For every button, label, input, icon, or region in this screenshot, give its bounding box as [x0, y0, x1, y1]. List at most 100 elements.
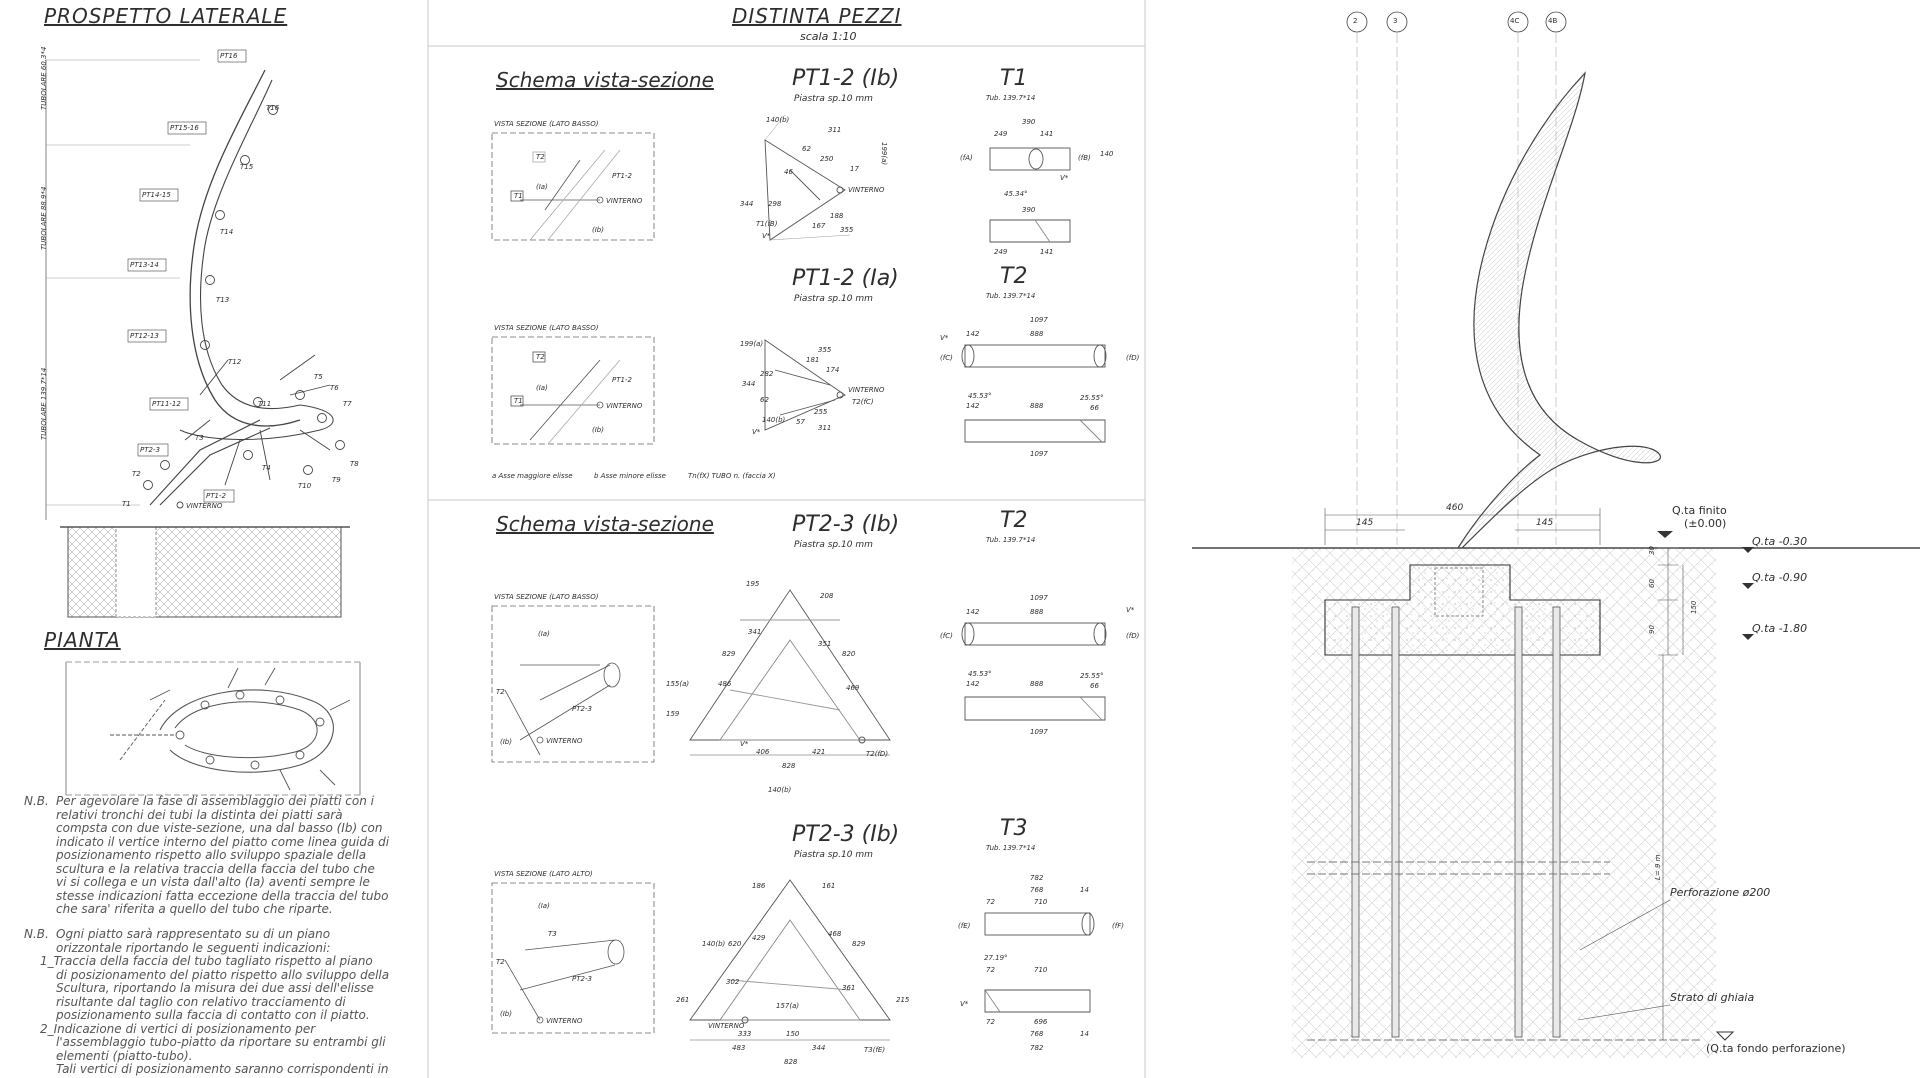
distinta-title: DISTINTA PEZZI: [732, 4, 902, 28]
axis-4b: 4B: [1548, 17, 1558, 25]
vista-t1-2: T1: [514, 397, 523, 405]
vista-ib-2: (Ib): [592, 426, 604, 434]
legend-asse-minore: b Asse minore elisse: [594, 472, 666, 480]
dim: 14: [1080, 886, 1089, 894]
vista-sezione-schematics: [504, 149, 625, 1024]
scale-label: scala 1:10: [800, 30, 857, 43]
dim-145-left: 145: [1356, 518, 1374, 528]
dim: 208: [820, 592, 834, 600]
plate-sub-pt12-ib: Piastra sp.10 mm: [794, 94, 873, 104]
dim: 1097: [1030, 594, 1048, 602]
legend-tubo: Tn(fX) TUBO n. (faccia X): [688, 472, 776, 480]
note-line: 1_Traccia della faccia del tubo tagliato…: [40, 954, 373, 968]
dim: T1(fB): [756, 220, 778, 228]
note-label-2: N.B.: [24, 927, 49, 941]
dim: 311: [818, 424, 832, 432]
dim: 140(b): [702, 940, 726, 948]
level-180: Q.ta -1.80: [1752, 622, 1808, 635]
tube-sub-t3: Tub. 139.7*14: [986, 844, 1036, 852]
dim: 161: [822, 882, 836, 890]
plate-pt12-ib: [764, 114, 851, 241]
dim: 710: [1034, 966, 1048, 974]
vista-ib-4: (Ib): [500, 1010, 512, 1018]
dim: 72: [986, 966, 995, 974]
dim: 298: [768, 200, 782, 208]
vista-t2-4: T2: [496, 958, 505, 966]
node-label-pt16: PT16: [220, 52, 238, 60]
dim: (fF): [1112, 922, 1124, 930]
dim: 157(a): [776, 1002, 800, 1010]
dim: 768: [1030, 886, 1044, 894]
dim: 486: [718, 680, 732, 688]
vista-label-4: VISTA SEZIONE (LATO ALTO): [494, 870, 593, 878]
vista-vint-4: VINTERNO: [546, 1017, 583, 1025]
schema-title-1: Schema vista-sezione: [496, 68, 714, 92]
plate-sub-pt23-ib: Piastra sp.10 mm: [794, 540, 873, 550]
label-ghiaia: Strato di ghiaia: [1670, 991, 1755, 1004]
dim: 1097: [1030, 316, 1048, 324]
dim: 155(a): [666, 680, 690, 688]
level-finito: Q.ta finito: [1672, 504, 1727, 517]
vista-pt12-1: PT1-2: [612, 172, 632, 180]
note-line: stesse indicazioni fatta eccezione della…: [56, 888, 389, 903]
dim: 255: [814, 408, 828, 416]
note-line: posizionamento sulla faccia di contatto …: [56, 1008, 370, 1022]
tubolare-label-1: TUBOLARE 60.3*4: [40, 46, 48, 110]
dim: 25.55°: [1080, 394, 1104, 402]
dim: 355: [840, 226, 854, 234]
node-label-t11: T11: [258, 400, 272, 408]
axis-4c: 4C: [1510, 17, 1520, 25]
dim: VINTERNO: [848, 386, 885, 394]
vista-ib-1: (Ib): [592, 226, 604, 234]
dim: 888: [1030, 330, 1044, 338]
dim: 142: [966, 330, 980, 338]
tube-title-t1: T1: [1000, 66, 1028, 91]
dim: 140: [1100, 150, 1114, 158]
dim: 355: [818, 346, 832, 354]
dim: 72: [986, 898, 995, 906]
note-line: posizionamento rispetto allo sviluppo sp…: [56, 848, 367, 862]
dim: 250: [820, 155, 834, 163]
node-label-t10: T10: [298, 482, 312, 490]
dim: 62: [802, 145, 811, 153]
dim: 215: [896, 996, 910, 1004]
dim: T3(fE): [864, 1046, 886, 1054]
dim: (fD): [1126, 354, 1140, 362]
dim: V*: [940, 334, 949, 342]
note-line: l'assemblaggio tubo-piatto da riportare …: [56, 1035, 386, 1049]
vista-ia-2: (Ia): [536, 384, 548, 392]
dim: 66: [1090, 682, 1099, 690]
level-090: Q.ta -0.90: [1752, 571, 1808, 584]
dim: 1097: [1030, 728, 1048, 736]
plate-title-pt12-ia: PT1-2 (Ia): [792, 266, 899, 291]
dim-l9m: L= 9 m: [1654, 854, 1662, 881]
pianta-title: PIANTA: [44, 628, 121, 652]
dim: 820: [842, 650, 856, 658]
vista-vint-1: VINTERNO: [606, 197, 643, 205]
node-label-t9: T9: [332, 476, 341, 484]
dim: 311: [828, 126, 842, 134]
note-line: Scultura, riportando la misura dei due a…: [56, 981, 374, 995]
dim: T2(fD): [866, 750, 889, 758]
dim: 25.55°: [1080, 672, 1104, 680]
vista-t2-3: T2: [496, 688, 505, 696]
dim: 829: [722, 650, 736, 658]
dim: 344: [742, 380, 756, 388]
dim: (fC): [940, 632, 953, 640]
dim: 351: [818, 640, 832, 648]
dim: 469: [846, 684, 860, 692]
dim: 195: [746, 580, 760, 588]
note-label-1: N.B.: [24, 794, 49, 808]
plate-title-pt23-ib2: PT2-3 (Ib): [792, 822, 900, 847]
dim: 344: [740, 200, 754, 208]
dim: 142: [966, 680, 980, 688]
note-line: risultante dal taglio con relativo tracc…: [56, 994, 346, 1009]
dim: 72: [986, 1018, 995, 1026]
note-line: Ogni piatto sarà rappresentato su di un …: [56, 927, 331, 941]
dim: 888: [1030, 402, 1044, 410]
tubolare-label-2: TUBOLARE 88.9*4: [40, 186, 48, 250]
note-line: vi si collega e un vista dall'alto (Ia) …: [56, 875, 370, 889]
tube-title-t3: T3: [1000, 816, 1028, 841]
vista-t1-1: T1: [514, 192, 523, 200]
